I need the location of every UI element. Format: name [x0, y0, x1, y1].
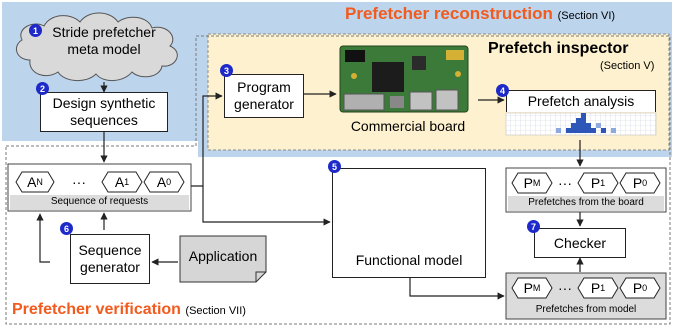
checker-box: Checker [534, 228, 626, 258]
board-prefetch-caption: Prefetches from the board [528, 197, 644, 208]
step-1-badge: 1 [29, 24, 42, 37]
board-chip-0-sub: 0 [642, 178, 648, 188]
model-chip-1-base: P [590, 280, 601, 296]
model-prefetch-caption: Prefetches from model [535, 304, 637, 315]
request-chip-n-base: A [27, 174, 37, 190]
inspector-title: Prefetch inspector [488, 40, 629, 57]
model-chip-0-sub: 0 [642, 283, 648, 293]
request-chip-0-base: A [156, 174, 167, 190]
board-ellipsis: ··· [558, 175, 572, 191]
verification-section: (Section VII) [185, 305, 246, 317]
application-label: Application [188, 248, 258, 264]
request-chip-1-sub: 1 [124, 177, 130, 187]
prefetch-analysis-box: Prefetch analysis [506, 90, 656, 112]
board-chip-0-base: P [632, 175, 643, 191]
step-5-badge: 5 [328, 160, 341, 173]
request-ellipsis: ··· [72, 174, 86, 190]
verification-title: Prefetcher verification (Section VII) [12, 301, 246, 319]
design-sequences-box: Design synthetic sequences [40, 92, 168, 132]
sequence-generator-box: Sequence generator [70, 234, 150, 284]
inspector-section: (Section V) [600, 60, 655, 72]
meta-model-label: Stride prefetcher meta model [52, 24, 156, 57]
reconstruction-title-text: Prefetcher reconstruction [345, 4, 553, 23]
step-3-badge: 3 [220, 64, 233, 77]
step-4-badge: 4 [496, 84, 509, 97]
board-chip-1-sub: 1 [600, 178, 606, 188]
step-7-badge: 7 [527, 220, 540, 233]
board-chip-m-base: P [523, 175, 533, 191]
sequence-caption: Sequence of requests [50, 196, 149, 207]
request-chip-1-base: A [114, 174, 125, 190]
board-illustration [339, 45, 469, 113]
board-chip-1-base: P [590, 175, 601, 191]
request-chip-n-sub: N [36, 177, 43, 187]
model-chip-1-sub: 1 [600, 283, 606, 293]
verification-title-text: Prefetcher verification [12, 301, 181, 318]
step-2-badge: 2 [36, 82, 49, 95]
meta-model-cloud [15, 12, 178, 81]
request-chip-0-sub: 0 [166, 177, 172, 187]
verification-region [5, 35, 671, 325]
model-chip-m-base: P [523, 280, 533, 296]
analysis-heatmap [505, 112, 657, 136]
step-6-badge: 6 [60, 222, 73, 235]
reconstruction-title: Prefetcher reconstruction (Section VI) [345, 4, 615, 24]
application-doc [179, 235, 267, 283]
reconstruction-section: (Section VI) [557, 10, 616, 22]
model-chip-0-base: P [632, 280, 643, 296]
functional-model-box: Functional model [332, 168, 486, 278]
model-ellipsis: ··· [558, 280, 572, 296]
commercial-board-label: Commercial board [350, 118, 466, 134]
board-chip-m-sub: M [532, 178, 541, 188]
model-chip-m-sub: M [532, 283, 541, 293]
program-generator-box: Program generator [224, 74, 304, 118]
